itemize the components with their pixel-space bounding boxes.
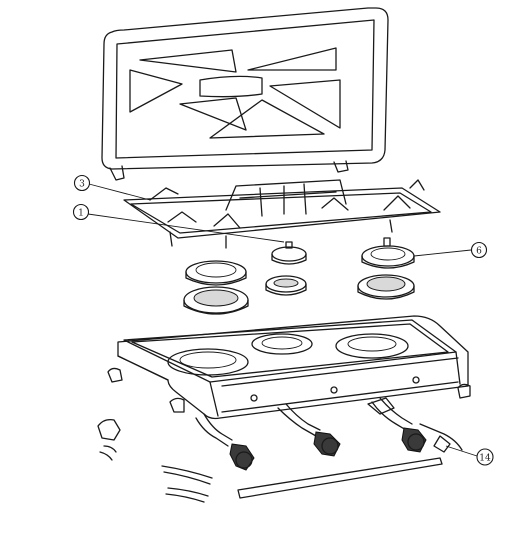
burner-caps [185,237,415,286]
callout-label-14: 14 [479,454,491,464]
pan-support-grate [123,179,441,249]
loose-parts [97,418,443,503]
stove-body [107,315,471,420]
callout-14: 14 [445,445,494,466]
gas-valves-and-knobs [195,397,463,471]
lid [101,7,389,181]
callout-3: 3 [73,174,151,201]
callout-label-3: 3 [79,180,85,190]
burner-heads [183,274,415,315]
callout-1: 1 [72,203,285,243]
callout-label-1: 1 [78,209,84,219]
callout-6: 6 [413,241,488,259]
callout-label-6: 6 [476,247,482,257]
